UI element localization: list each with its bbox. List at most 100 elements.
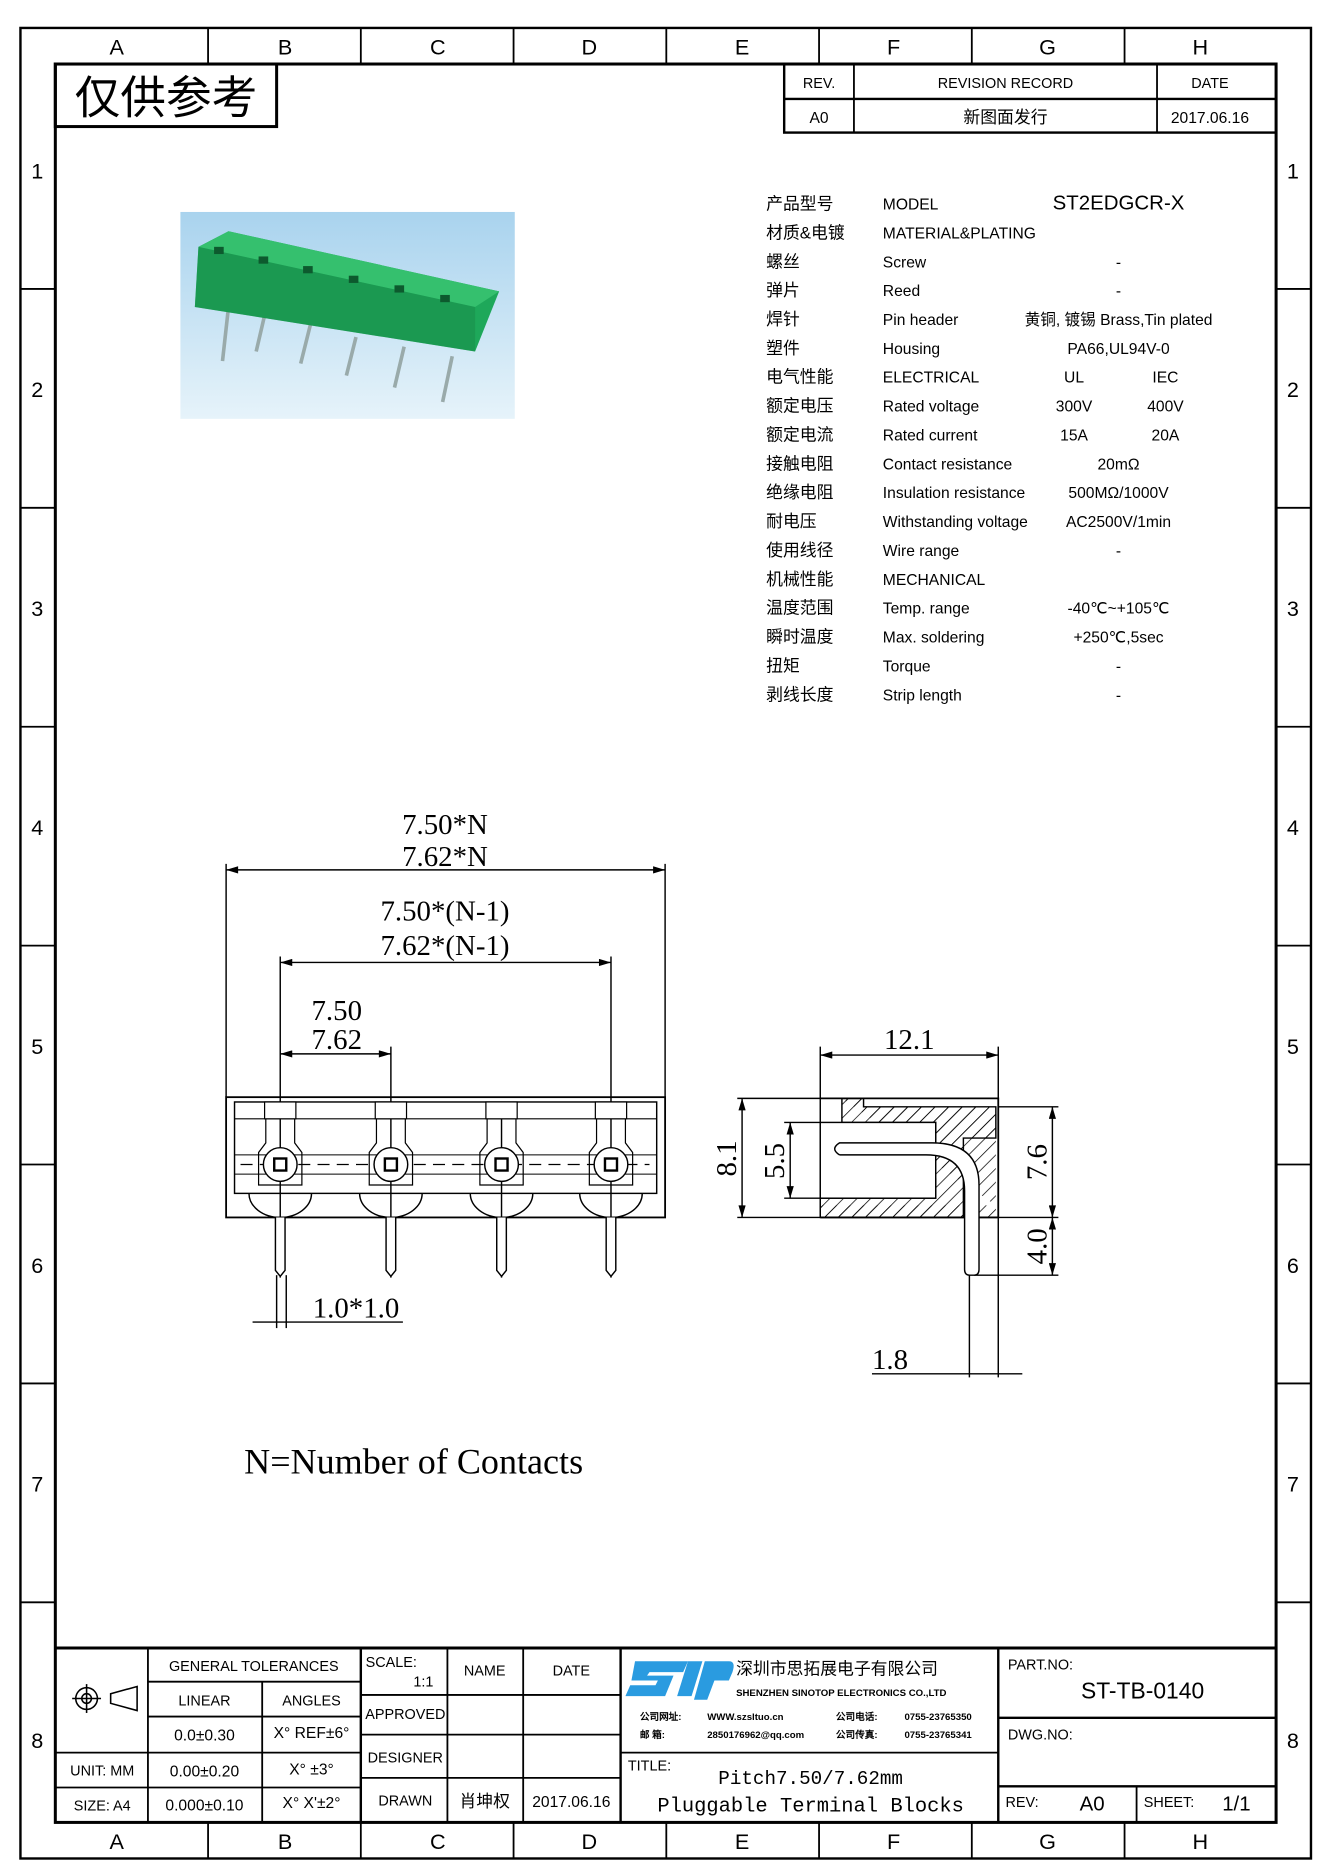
col-label: B (278, 34, 292, 59)
dim-depth-label: 12.1 (884, 1024, 935, 1056)
web-link[interactable]: WWW.szsltuo.cn (707, 1712, 783, 1723)
col-label: H (1193, 1829, 1209, 1854)
row-label: 2 (1287, 377, 1299, 402)
angles-label: ANGLES (282, 1694, 341, 1710)
spec-label-en: MATERIAL&PLATING (883, 225, 1036, 242)
spec-label-en: Contact resistance (883, 456, 1012, 473)
spec-label-cn: 机械性能 (766, 570, 833, 589)
sheet-label: SHEET: (1144, 1795, 1195, 1811)
spec-value: AC2500V/1min (1066, 514, 1171, 531)
row-label: 7 (1287, 1472, 1299, 1497)
spec-value-iec: 400V (1147, 399, 1184, 416)
company-name-cn: 深圳市思拓展电子有限公司 (736, 1659, 938, 1678)
fax-value: 0755-23765341 (904, 1730, 972, 1741)
row-label: 8 (1287, 1728, 1299, 1753)
dim-pitch-b: 7.62 (312, 1024, 363, 1056)
tol-linear: 0.0±0.30 (174, 1728, 235, 1745)
spec-label-en: MECHANICAL (883, 572, 986, 589)
col-label: H (1193, 34, 1209, 59)
row-label: 5 (31, 1034, 43, 1059)
col-label: G (1039, 1829, 1056, 1854)
general-tolerances-label: GENERAL TOLERANCES (169, 1659, 339, 1675)
spec-value: +250℃,5sec (1073, 630, 1163, 647)
date-header: DATE (1191, 76, 1228, 92)
spec-value: - (1116, 283, 1121, 300)
terminal-pin (248, 1101, 313, 1278)
spec-label-cn: 产品型号 (766, 195, 833, 214)
col-label: F (887, 34, 900, 59)
drawn-date: 2017.06.16 (532, 1794, 610, 1811)
spec-label-en: Insulation resistance (883, 485, 1025, 502)
side-view: 12.1 8.1 5.5 7.6 4.0 1.8 (711, 1024, 1059, 1378)
col-label: C (430, 34, 446, 59)
title-label: TITLE: (628, 1759, 671, 1775)
fax-label: 公司传真: (836, 1729, 878, 1741)
unit-label: UNIT: MM (70, 1764, 134, 1780)
rev-value: A0 (809, 110, 828, 127)
spec-row: 材质&电镀 MATERIAL&PLATING (766, 223, 1036, 242)
spec-label-cn: 材质&电镀 (766, 223, 845, 242)
col-label: F (887, 1829, 900, 1854)
col-label: C (430, 1829, 446, 1854)
phone-label: 公司电话: (836, 1711, 878, 1723)
row-label: 8 (31, 1728, 43, 1753)
row-label: 1 (1287, 158, 1299, 183)
dim-pin-offset-label: 1.8 (872, 1344, 908, 1376)
dim-side-label: 7.6 (1021, 1144, 1053, 1180)
designer-label: DESIGNER (368, 1750, 443, 1766)
spec-label-cn: 接触电阻 (766, 454, 833, 473)
sheet-value: 1/1 (1222, 1792, 1250, 1815)
spec-label-en: Rated current (883, 427, 978, 444)
spec-value: 黄铜, 镀锡 Brass,Tin plated (1025, 311, 1213, 329)
product-photo (180, 211, 515, 419)
spec-label-cn: 额定电压 (766, 397, 833, 416)
title-line2: Pluggable Terminal Blocks (657, 1796, 964, 1819)
dim-height-label: 8.1 (711, 1140, 743, 1176)
tol-angle: X° ±3° (289, 1761, 334, 1778)
spec-label-cn: 额定电流 (766, 425, 833, 444)
revision-date: 2017.06.16 (1171, 110, 1249, 127)
company-name-en: SHENZHEN SINOTOP ELECTRONICS CO.,LTD (736, 1688, 946, 1699)
spec-label-cn: 使用线径 (766, 540, 833, 560)
spec-label-en: Max. soldering (883, 630, 985, 647)
spec-value: - (1116, 658, 1121, 675)
dim-pitch-a: 7.50 (312, 995, 363, 1027)
col-label: A (109, 1829, 124, 1854)
dim-pin-length-label: 4.0 (1021, 1228, 1053, 1264)
spec-value: - (1116, 687, 1121, 704)
phone-value: 0755-23765350 (904, 1712, 971, 1723)
spec-label-en: Temp. range (883, 601, 970, 618)
spec-value: 500MΩ/1000V (1068, 485, 1169, 502)
company-logo (625, 1661, 734, 1700)
projection-symbol-icon (72, 1684, 138, 1713)
title-block (55, 1646, 1277, 1823)
dim-overall-b: 7.62*N (402, 841, 488, 873)
email-link[interactable]: 2850176962@qq.com (707, 1730, 804, 1741)
approved-label: APPROVED (365, 1707, 445, 1723)
row-label: 4 (1287, 815, 1299, 840)
spec-label-cn: 剥线长度 (766, 685, 833, 704)
spec-value-ul: UL (1064, 370, 1084, 387)
spec-label-en: Wire range (883, 543, 959, 560)
size-label: SIZE: A4 (74, 1798, 131, 1814)
terminal-pin (469, 1101, 534, 1278)
tol-linear: 0.00±0.20 (170, 1764, 240, 1781)
reference-stamp-box (53, 62, 279, 129)
spec-label-cn: 瞬时温度 (766, 628, 833, 647)
front-view: 7.50*N 7.62*N 7.50*(N-1) 7.62*(N-1) 7.50… (225, 809, 667, 1329)
linear-label: LINEAR (178, 1694, 230, 1710)
reference-stamp: 仅供参考 (75, 72, 258, 123)
part-no: ST-TB-0140 (1081, 1678, 1204, 1704)
spec-label-cn: 扭矩 (766, 656, 800, 675)
spec-row: 机械性能 MECHANICAL (766, 570, 985, 589)
